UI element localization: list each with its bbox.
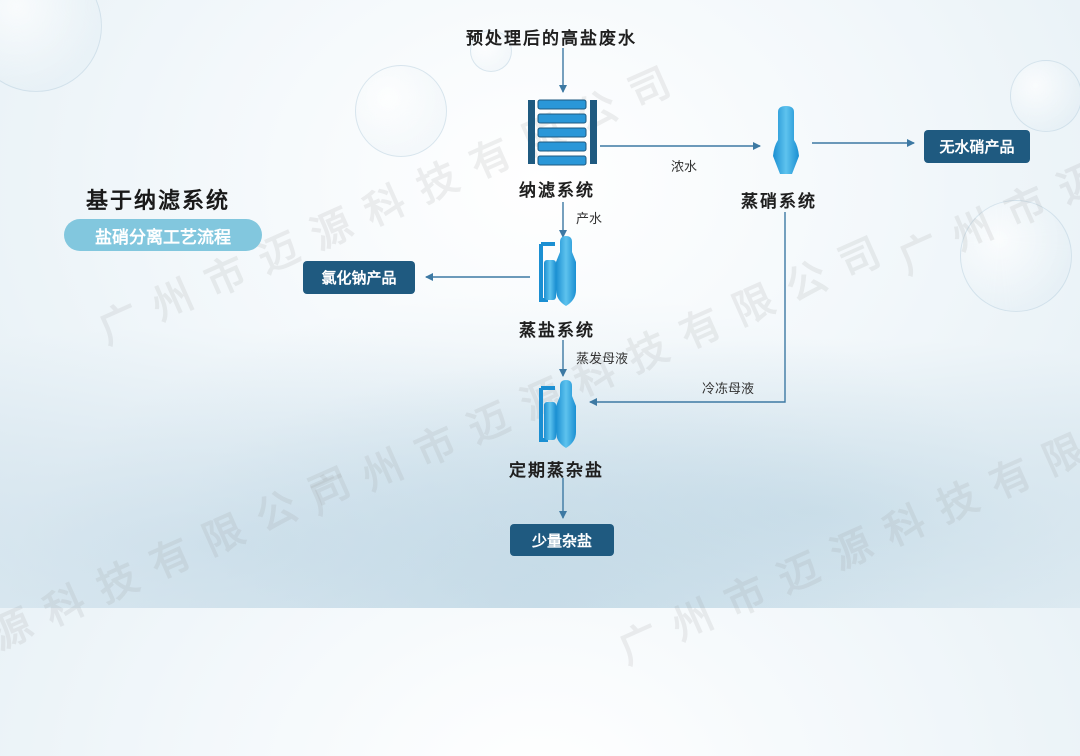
edge-label-salt-mother: 蒸发母液 [576, 352, 629, 367]
diagram-title: 基于纳滤系统 [86, 189, 231, 214]
bubble-decoration [470, 30, 512, 72]
bubble-decoration [355, 65, 447, 157]
nanofiltration-membrane-icon [528, 99, 597, 166]
edge-label-concentrate: 浓水 [671, 160, 698, 175]
nitrate-evaporator-icon [773, 106, 799, 174]
edge-label-freeze-mother: 冷冻母液 [702, 382, 755, 397]
node-periodic: 定期蒸杂盐 [509, 461, 604, 481]
node-nanofiltration: 纳滤系统 [519, 181, 595, 201]
edge-label-permeate: 产水 [576, 212, 603, 227]
bubble-decoration [960, 200, 1072, 312]
bubble-decoration [1010, 60, 1080, 132]
node-nitrate-evap: 蒸硝系统 [741, 192, 817, 212]
arrow-freeze-mother [589, 212, 786, 406]
diagram-subtitle: 盐硝分离工艺流程 [64, 219, 262, 251]
periodic-evaporator-icon [539, 380, 576, 448]
salt-evaporator-icon [539, 236, 576, 306]
flow-diagram [425, 48, 915, 519]
node-salt-evap: 蒸盐系统 [519, 321, 595, 341]
node-source: 预处理后的高盐废水 [466, 29, 637, 49]
product-anhydrous: 无水硝产品 [924, 130, 1030, 163]
product-nacl: 氯化钠产品 [303, 261, 415, 294]
product-mixed-salt: 少量杂盐 [510, 524, 614, 556]
